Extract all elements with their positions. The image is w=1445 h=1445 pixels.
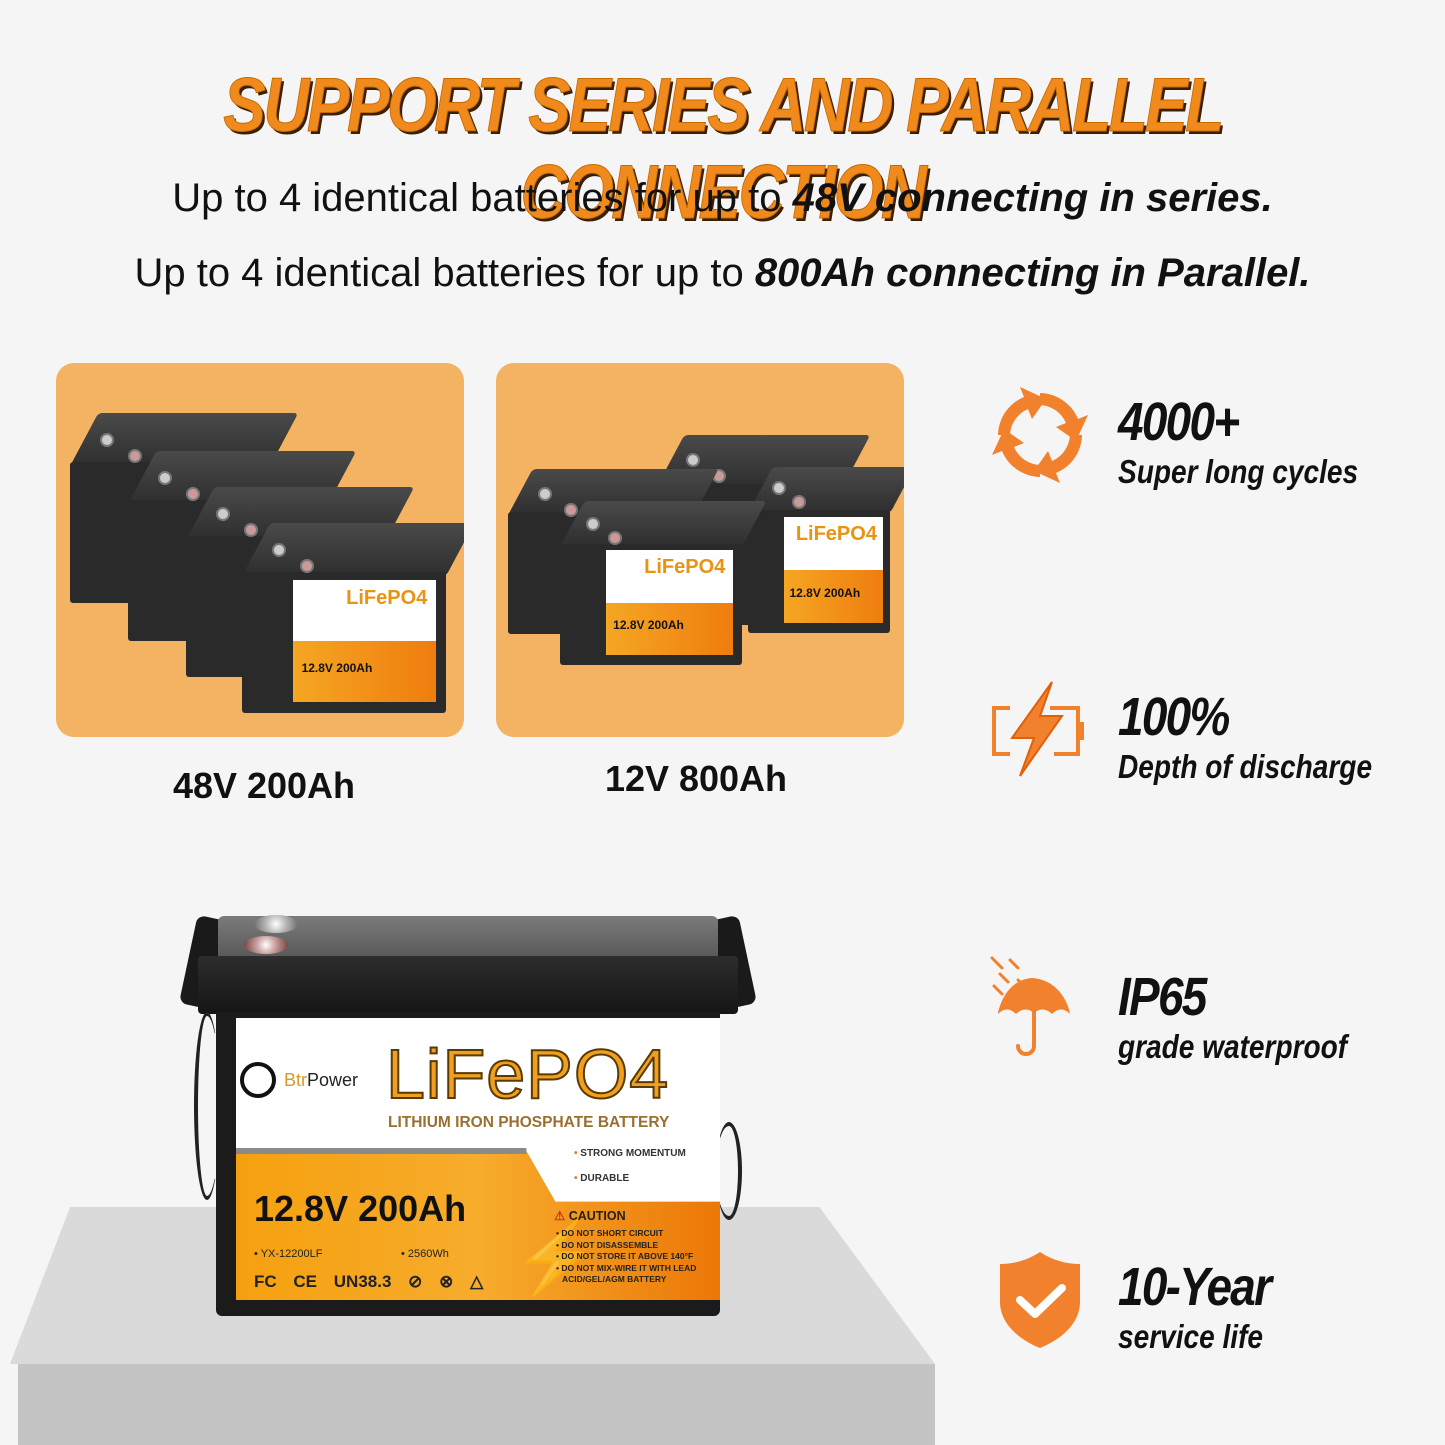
- brand-name: BtrPower: [284, 1070, 359, 1090]
- series-config-panel: LiFePO4 12.8V 200Ah: [56, 363, 464, 737]
- warning-icon: ⚠: [554, 1209, 566, 1223]
- feature-caption: service life: [1118, 1318, 1264, 1355]
- feature-caption: Super long cycles: [1118, 453, 1359, 490]
- podium-front: [18, 1364, 935, 1445]
- brand-logo-icon: [240, 1062, 276, 1098]
- feature-caption: Depth of discharge: [1118, 748, 1373, 785]
- umbrella-rain-icon: [990, 956, 1070, 1056]
- no-trash-icon: ⊗: [439, 1272, 454, 1291]
- chemistry-subtitle: LITHIUM IRON PHOSPHATE BATTERY: [388, 1114, 670, 1131]
- battery-label: BtrPower LiFePO4 LITHIUM IRON PHOSPHATE …: [236, 1018, 720, 1300]
- feature-headline: IP65: [1118, 967, 1207, 1027]
- series-emphasis: 48V connecting in series.: [792, 176, 1273, 220]
- feature-headline: 10-Year: [1118, 1257, 1272, 1317]
- battery-image: LiFePO4 12.8V 200Ah: [560, 501, 767, 665]
- feature-bullets: STRONG MOMENTUM DURABLE: [574, 1148, 686, 1198]
- caution-list: • DO NOT SHORT CIRCUIT • DO NOT DISASSEM…: [556, 1228, 697, 1284]
- feature-headline: 100%: [1118, 687, 1230, 747]
- model-number: • YX-12200LF: [254, 1248, 323, 1260]
- caution-heading: ⚠ CAUTION: [554, 1209, 626, 1223]
- rope-handle: [716, 1122, 742, 1220]
- cycle-arrows-icon: [992, 387, 1088, 483]
- bolt-watermark-icon: ⚡: [512, 1219, 600, 1297]
- main-battery-image: BtrPower LiFePO4 LITHIUM IRON PHOSPHATE …: [178, 912, 758, 1316]
- fc-mark-icon: FC: [254, 1272, 277, 1291]
- parallel-config-panel: LiFePO4 12.8V 200Ah LiFePO4 12.8V 200Ah: [496, 363, 904, 737]
- series-description: Up to 4 identical batteries for up to 48…: [172, 176, 1273, 220]
- certifications: FC CE UN38.3 ⊘ ⊗ △: [254, 1272, 495, 1292]
- terminal-positive: [244, 936, 288, 954]
- ce-mark-icon: CE: [293, 1272, 318, 1291]
- battery-image: LiFePO4 12.8V 200Ah: [748, 467, 904, 633]
- parallel-description: Up to 4 identical batteries for up to 80…: [134, 251, 1311, 295]
- feature-headline: 4000+: [1118, 392, 1240, 452]
- parallel-emphasis: 800Ah connecting in Parallel.: [754, 251, 1311, 295]
- series-config-label: 48V 200Ah: [172, 765, 356, 806]
- battery-image: LiFePO4 12.8V 200Ah: [242, 523, 464, 713]
- page-title: SUPPORT SERIES AND PARALLEL CONNECTION: [223, 63, 1225, 236]
- un383-mark: UN38.3: [333, 1272, 392, 1291]
- recycle-icon: △: [470, 1272, 484, 1291]
- parallel-config-label: 12V 800Ah: [604, 758, 788, 799]
- terminal-negative: [254, 915, 298, 933]
- feature-caption: grade waterproof: [1118, 1028, 1348, 1065]
- chemistry-title: LiFePO4: [385, 1034, 670, 1114]
- battery-bolt-icon: [992, 681, 1084, 777]
- no-fire-icon: ⊘: [408, 1272, 423, 1291]
- rope-handle: [194, 1012, 220, 1200]
- capacity-spec: 12.8V 200Ah: [254, 1188, 467, 1229]
- shield-check-icon: [1000, 1252, 1080, 1348]
- energy-spec: • 2560Wh: [401, 1248, 449, 1260]
